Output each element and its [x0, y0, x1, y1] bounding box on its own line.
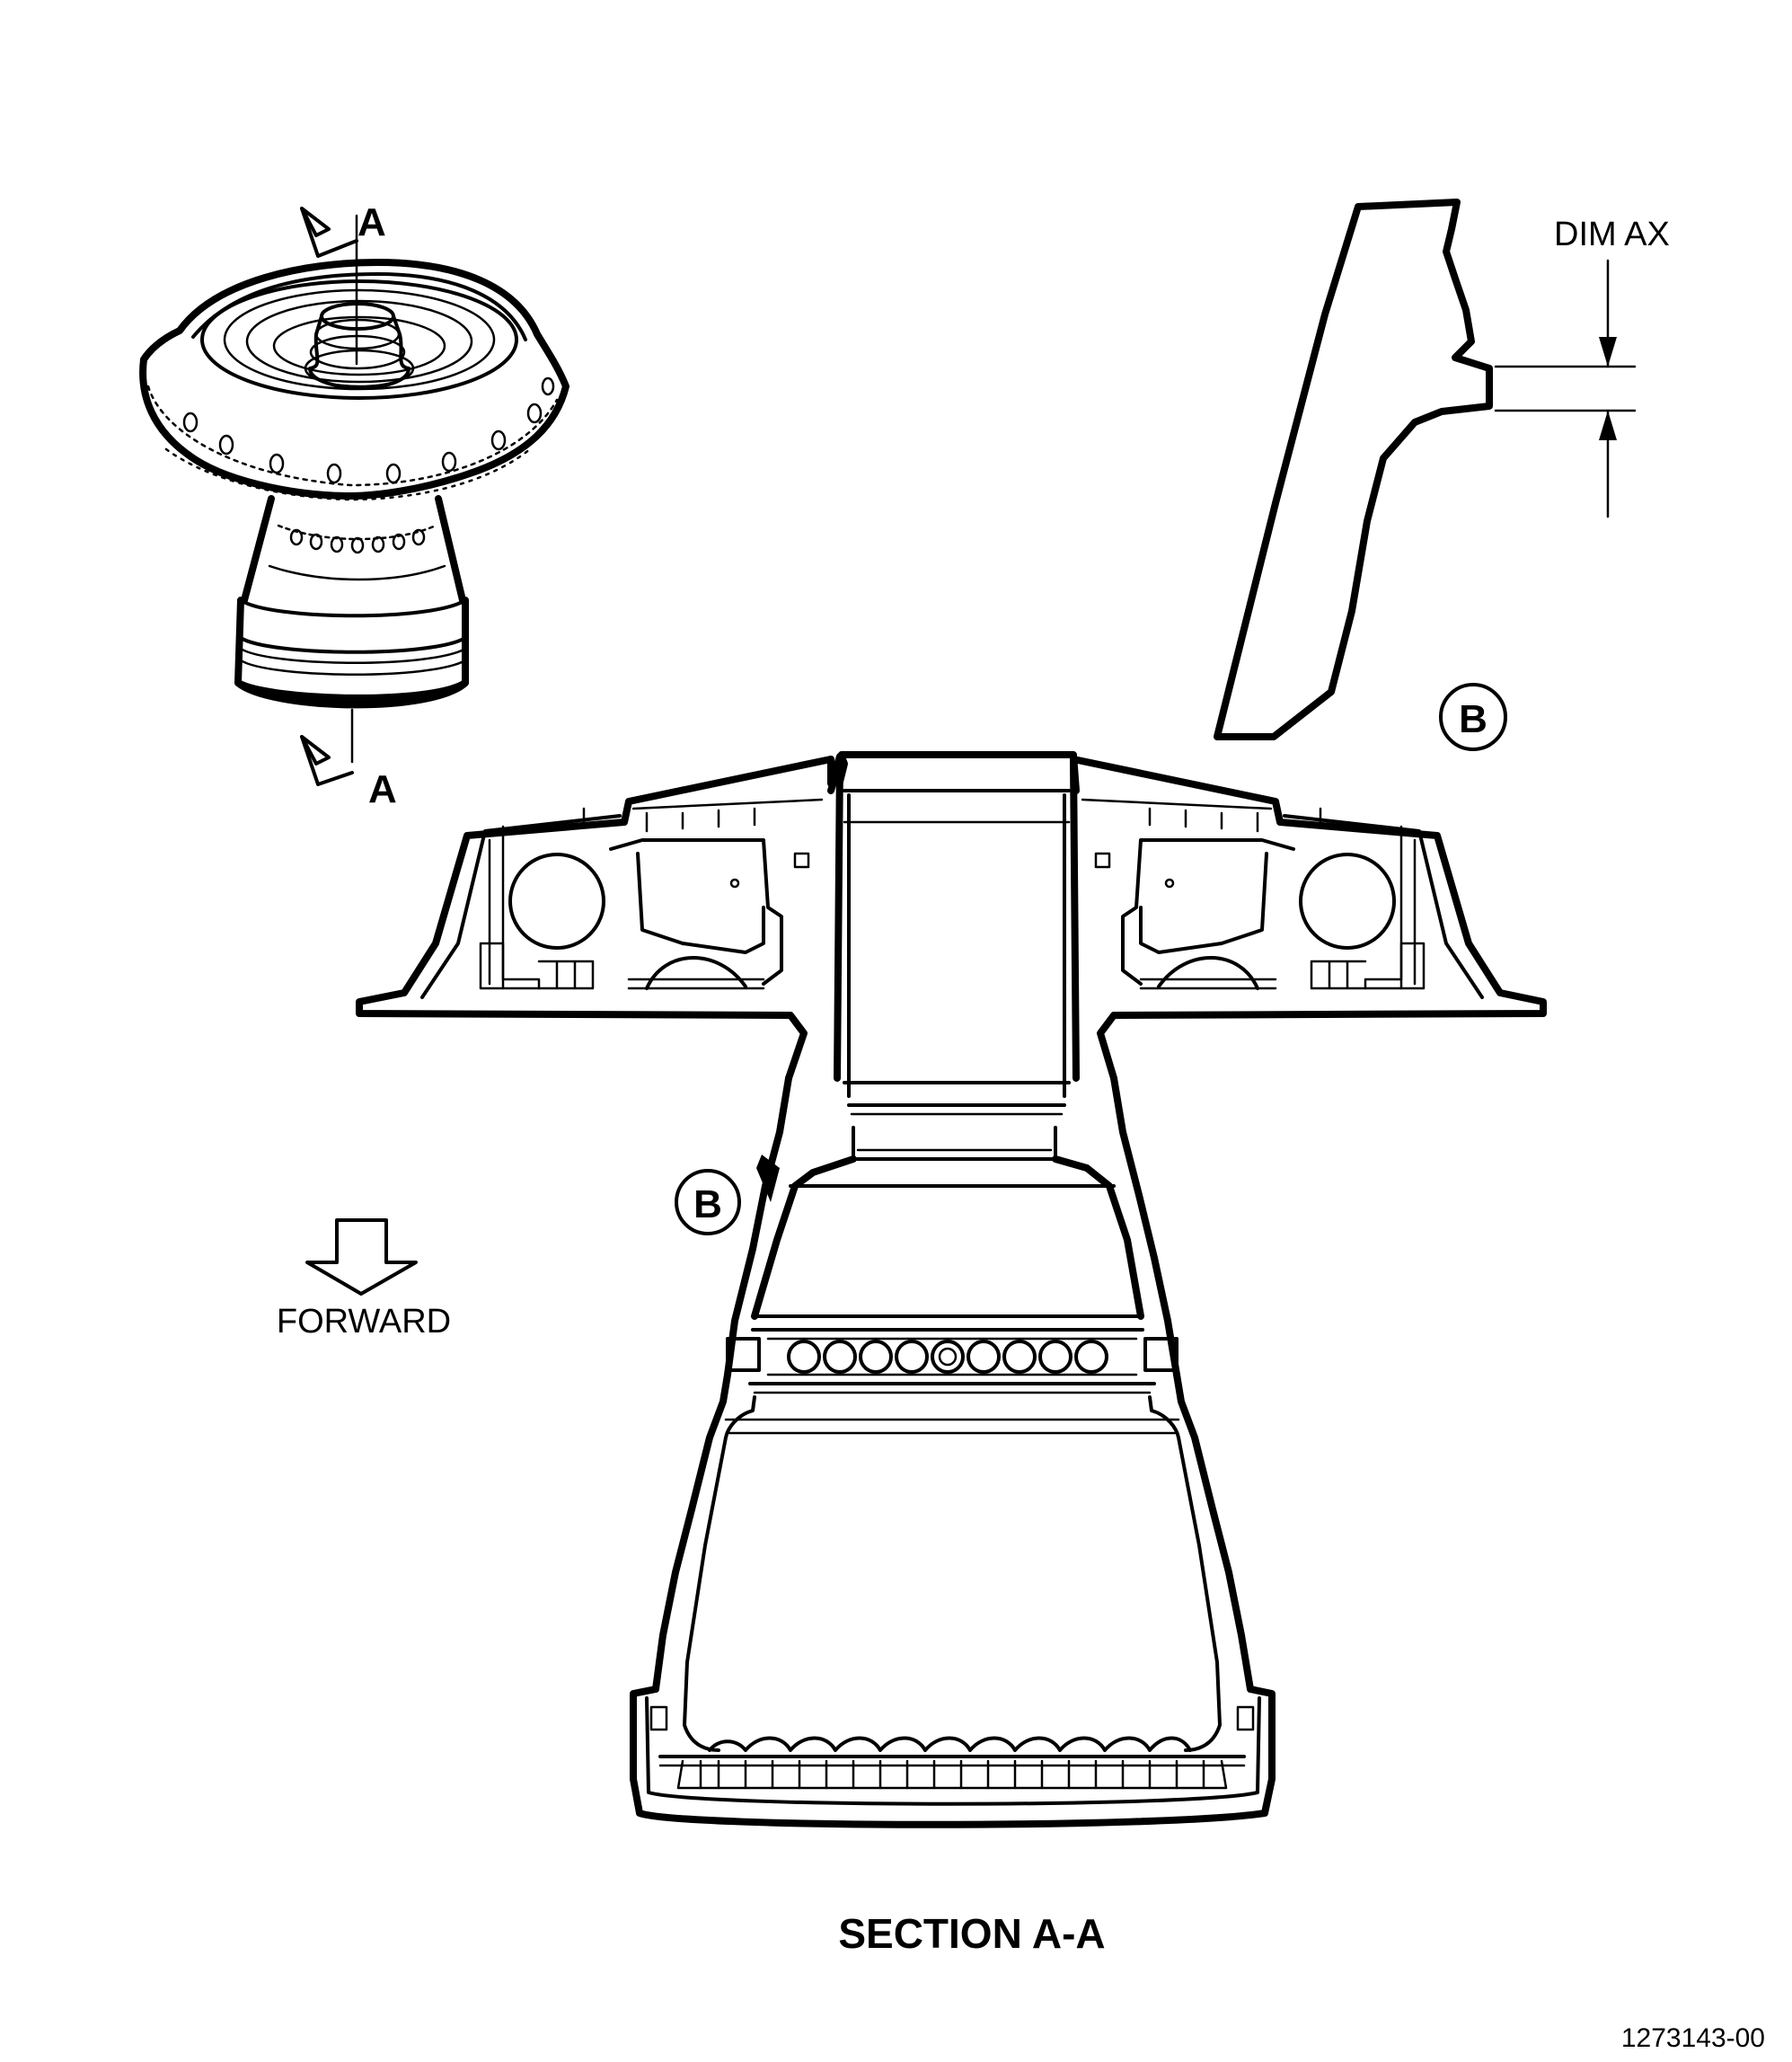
dim-ax-label: DIM AX	[1554, 216, 1670, 253]
detail-b-view: DIM AX B	[1214, 199, 1670, 751]
detail-callout-b: B	[1459, 697, 1487, 741]
section-marker-top: A	[358, 200, 386, 244]
figure-number: 1273143-00	[1621, 2023, 1765, 2053]
forward-label: FORWARD	[277, 1303, 451, 1341]
section-arrow-top-icon	[300, 207, 358, 258]
isometric-view: A	[139, 200, 569, 811]
section-marker-bottom: A	[368, 767, 397, 811]
section-callout-b: B	[693, 1182, 722, 1226]
callout-pointer-icon	[756, 1155, 780, 1202]
section-title: SECTION A-A	[838, 1910, 1105, 1957]
section-a-a-view: B	[356, 751, 1547, 1828]
section-arrow-bottom-icon	[300, 735, 354, 786]
section-callout-circle	[675, 1169, 741, 1235]
neck-holes	[289, 528, 426, 554]
swirler-ring	[726, 1337, 1178, 1394]
detail-callout-circle	[1439, 683, 1507, 751]
rim-holes	[182, 376, 555, 484]
forward-arrow-icon	[305, 1218, 418, 1296]
